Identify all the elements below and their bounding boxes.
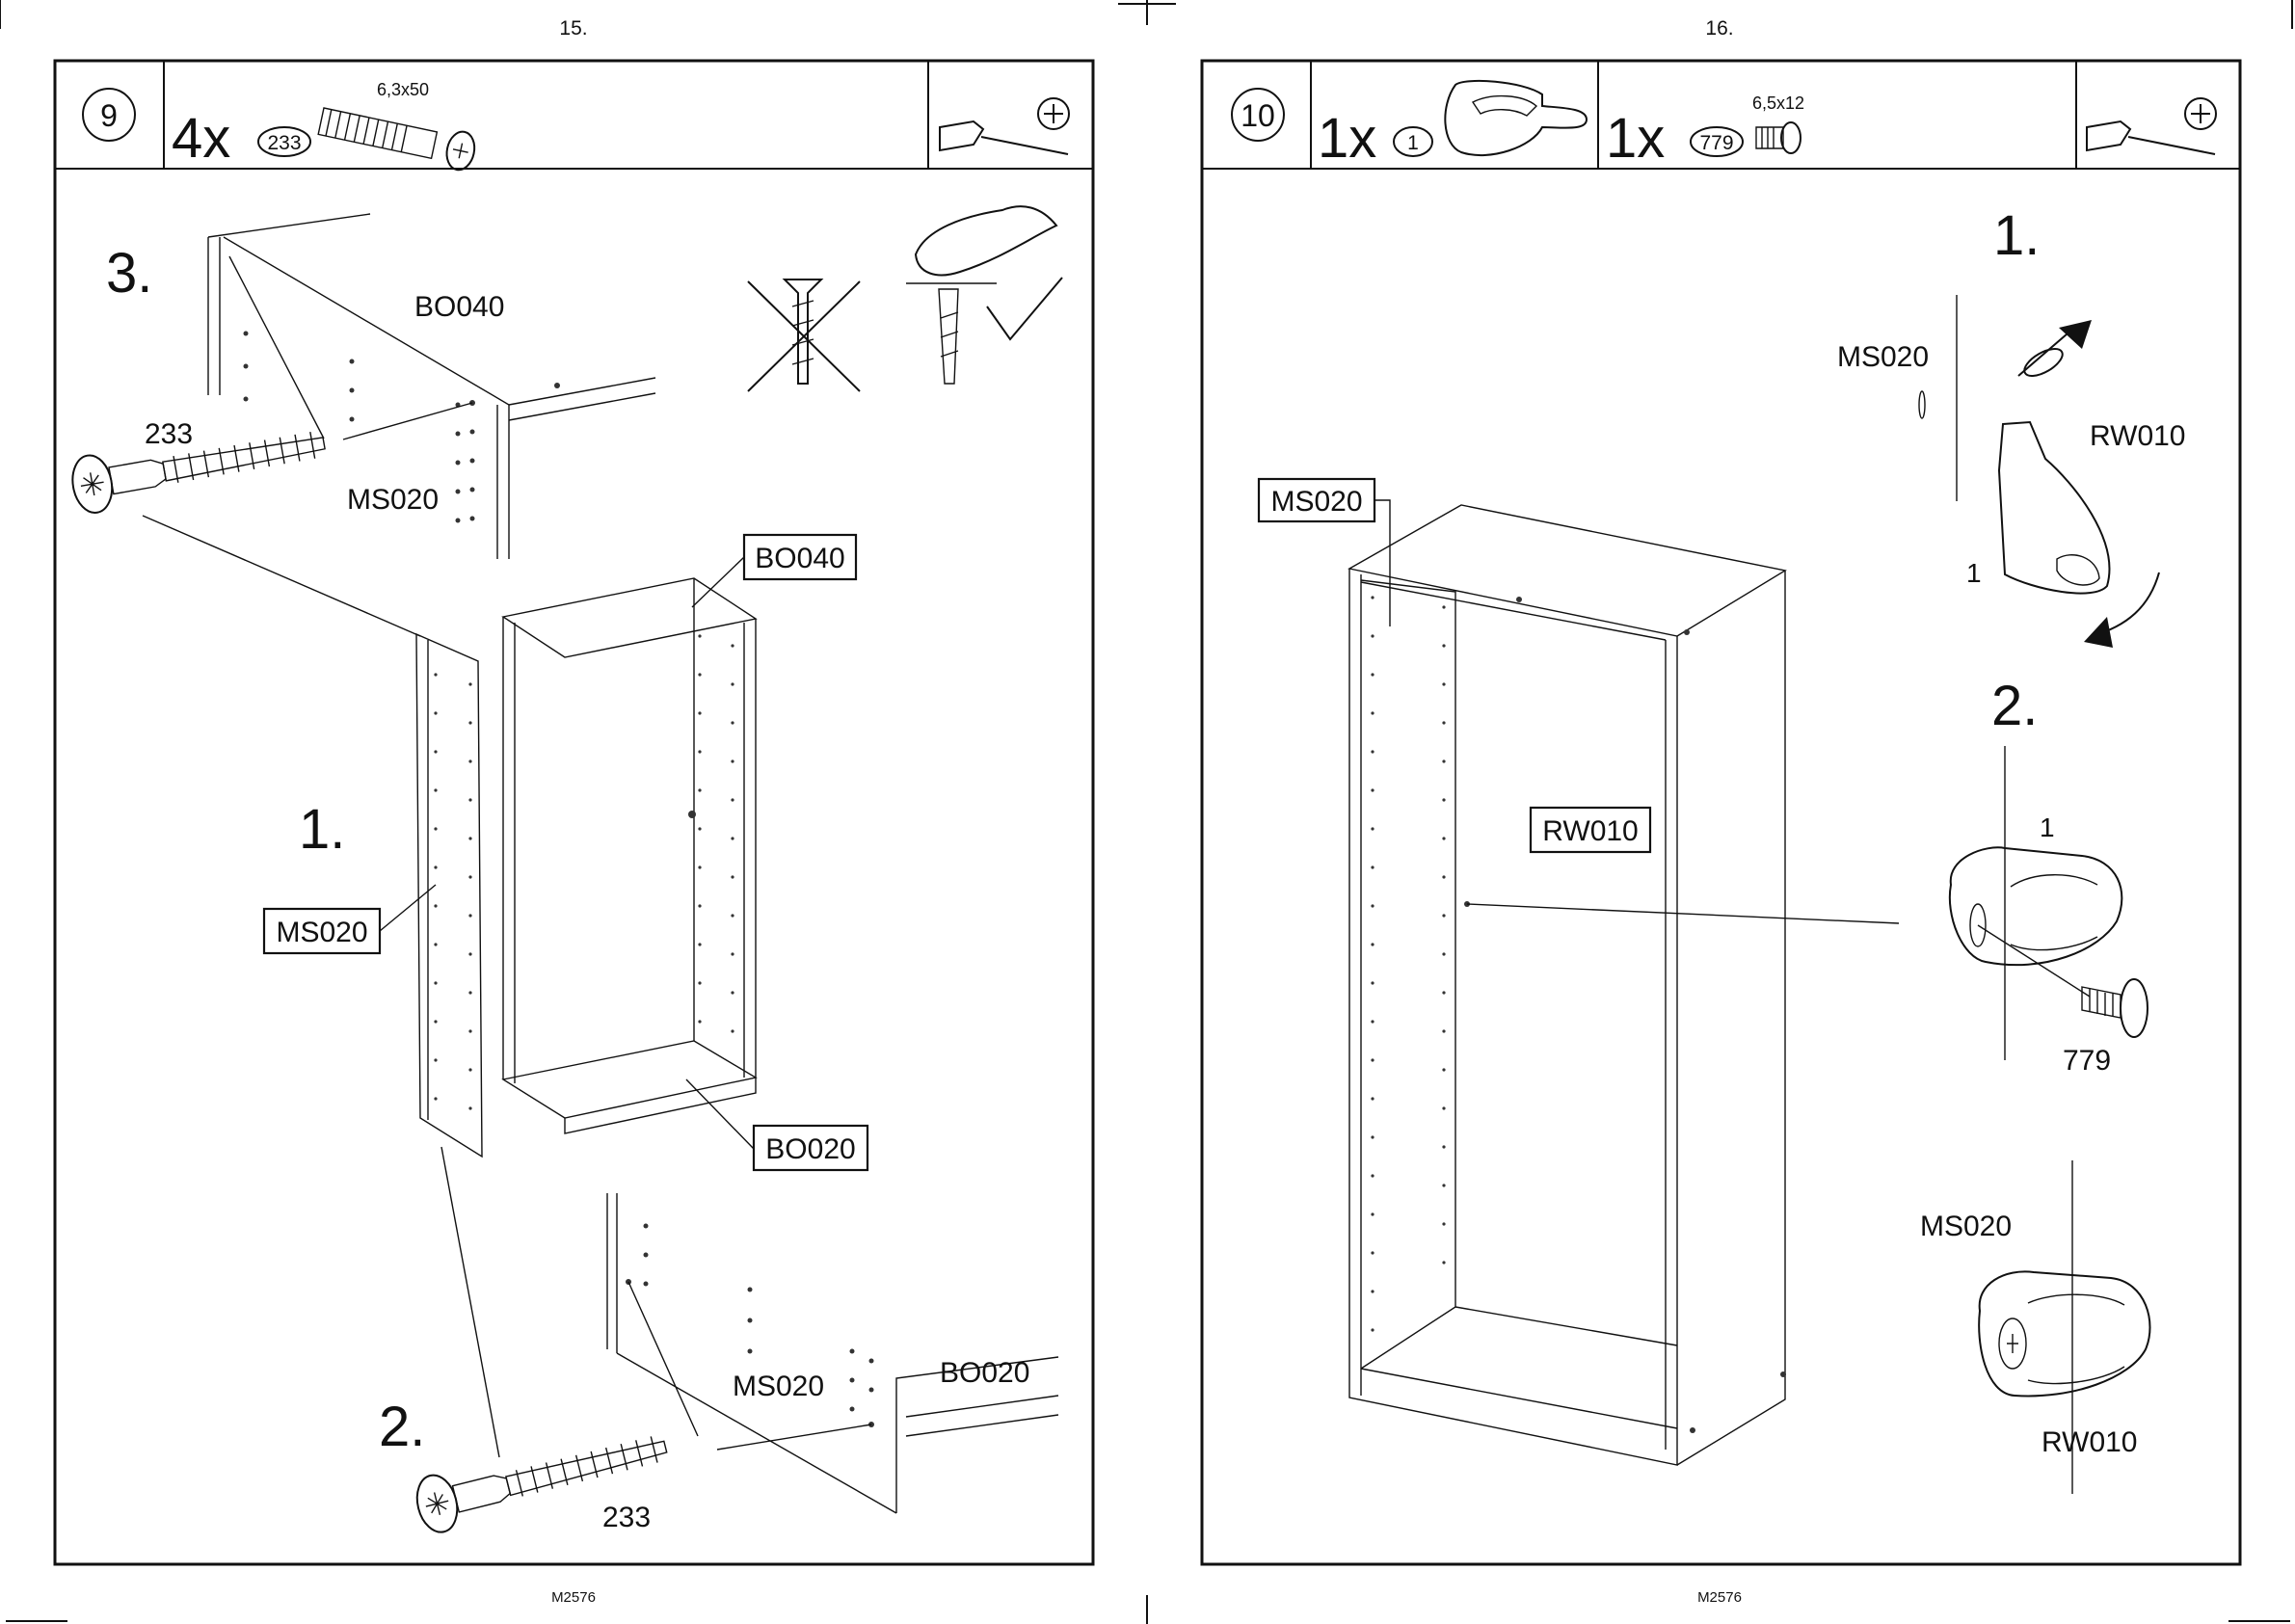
page-footer: M2576 — [1697, 1589, 1742, 1606]
label-side-panel-box-text: MS020 — [276, 917, 367, 948]
label-detail1-rail: RW010 — [2090, 420, 2186, 452]
page-number: 15. — [559, 17, 587, 40]
step-number: 9 — [100, 98, 118, 133]
label-bottom-side-panel: MS020 — [733, 1371, 824, 1402]
label-detail1-part: 1 — [1966, 558, 1982, 588]
part-b-quantity: 1x — [1606, 107, 1665, 170]
part-a-code: 1 — [1407, 132, 1419, 154]
part-size: 6,3x50 — [377, 80, 429, 99]
page-footer: M2576 — [551, 1589, 596, 1606]
step-frame — [1202, 61, 2240, 1564]
label-back-rail-box-text: RW010 — [1542, 815, 1639, 847]
substep-1: 1. — [1993, 204, 2040, 267]
label-screw-top: 233 — [145, 418, 193, 450]
label-detail3-rail: RW010 — [2041, 1426, 2138, 1458]
label-detail1-panel: MS020 — [1837, 341, 1929, 373]
page-15: 15. 9 4x 233 6,3x50 3. 1. 2. — [55, 17, 1093, 1606]
step-number: 10 — [1241, 98, 1275, 133]
label-side-panel: MS020 — [347, 484, 439, 516]
label-bottom-panel-box-text: BO020 — [765, 1133, 855, 1165]
step-frame — [55, 61, 1093, 1564]
substep-2: 2. — [1991, 675, 2038, 737]
label-screw-bottom: 233 — [602, 1502, 651, 1533]
page-16: 16. 10 1x 1 1x 779 6,5x12 — [1202, 17, 2240, 1606]
substep-2: 2. — [379, 1396, 425, 1458]
substep-1: 1. — [299, 798, 345, 861]
label-top-panel-box-text: BO040 — [755, 543, 844, 574]
label-detail2-part: 1 — [2040, 812, 2055, 842]
label-detail3-panel: MS020 — [1920, 1211, 2012, 1242]
label-frame-side-box-text: MS020 — [1270, 486, 1362, 518]
substep-3: 3. — [106, 242, 152, 305]
part-a-quantity: 1x — [1318, 107, 1376, 170]
part-quantity: 4x — [172, 107, 230, 170]
label-top-panel: BO040 — [414, 291, 504, 323]
label-detail2-screw: 779 — [2063, 1045, 2111, 1077]
page-number: 16. — [1705, 17, 1733, 40]
label-bottom-panel: BO020 — [940, 1357, 1029, 1389]
part-code: 233 — [267, 132, 301, 154]
part-b-size: 6,5x12 — [1752, 93, 1804, 113]
part-b-code: 779 — [1699, 132, 1733, 154]
